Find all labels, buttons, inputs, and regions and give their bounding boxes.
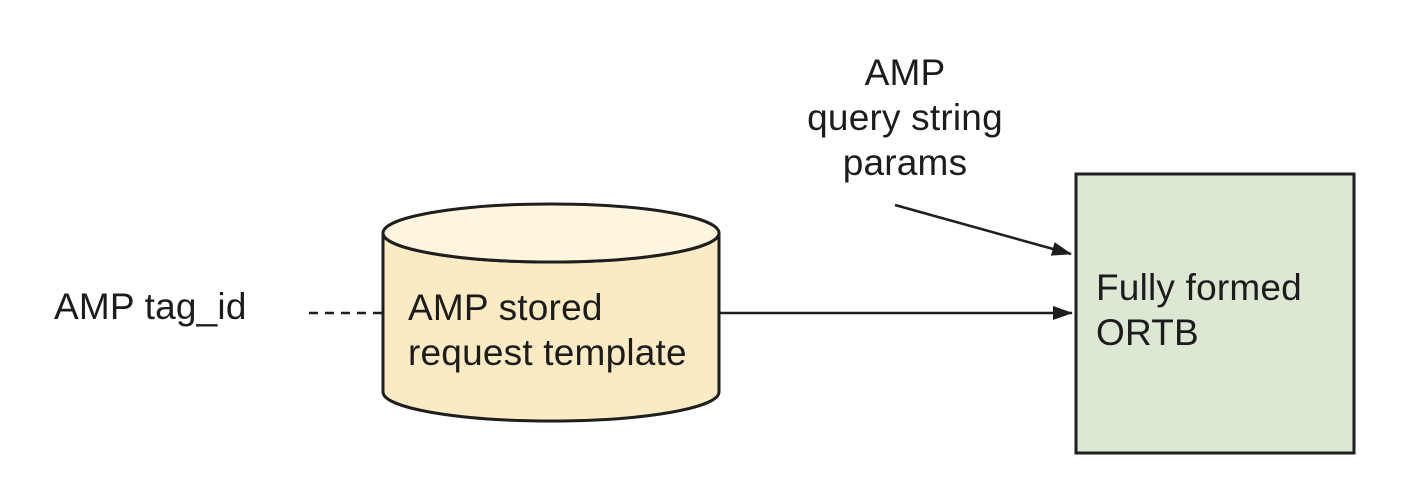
fully-formed-ortb-label: Fully formed ORTB [1096, 267, 1302, 353]
cylinder-top-ellipse [381, 202, 721, 264]
stored-request-template-label: AMP stored request template [408, 287, 687, 373]
query-string-params-label: AMP query string params [807, 52, 1003, 183]
tag-id-label: AMP tag_id [54, 286, 247, 327]
ortb-box [1074, 172, 1356, 455]
arrow-query-params-to-ortb [894, 203, 1072, 256]
